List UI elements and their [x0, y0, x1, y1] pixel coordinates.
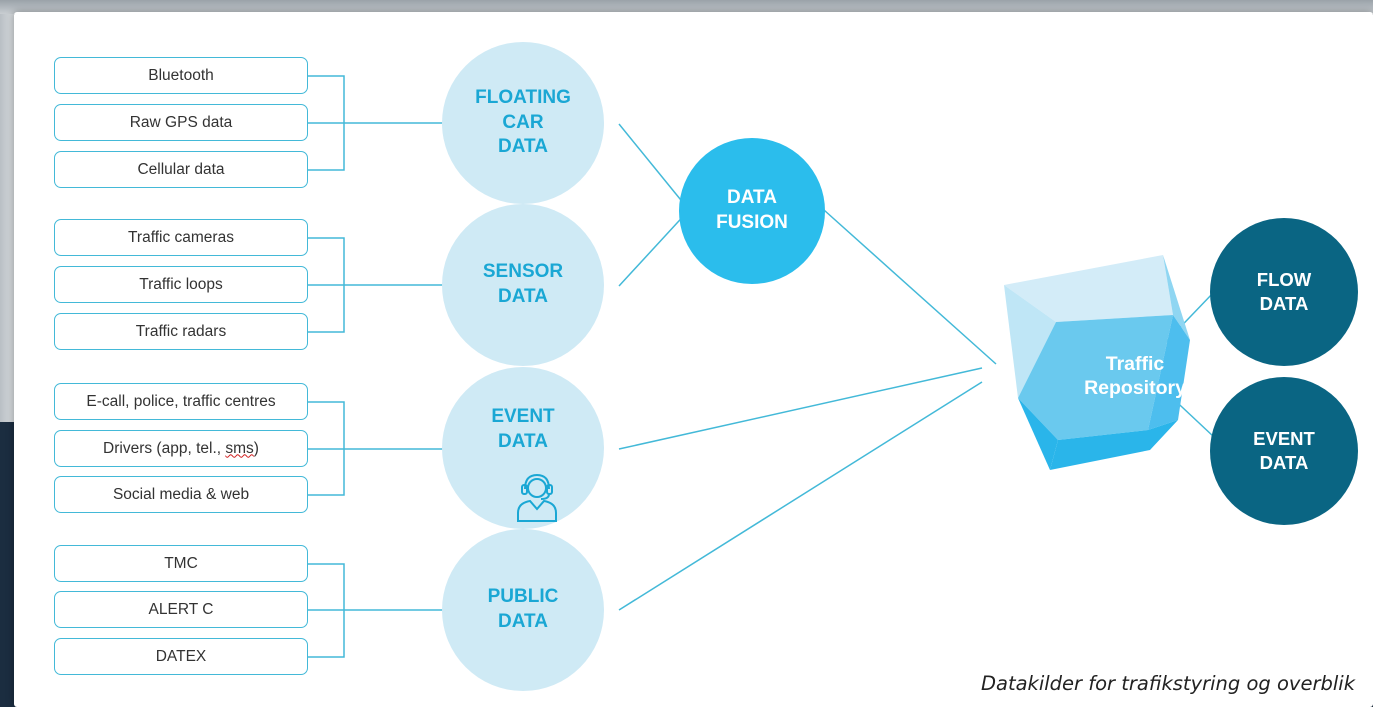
- spellcheck-word: sms: [225, 439, 254, 457]
- circle-label: FLOATING: [475, 86, 571, 108]
- headset-agent-icon: [517, 473, 557, 522]
- circle-label: DATA: [727, 187, 777, 209]
- source-box-ecall: E-call, police, traffic centres: [54, 383, 308, 420]
- traffic-repository-crystal: [1004, 255, 1190, 470]
- circle-label: EVENT: [1253, 427, 1315, 449]
- repository-label-line: Repository: [1084, 377, 1186, 400]
- event-data-output-circle: EVENT DATA: [1210, 377, 1358, 525]
- sensor-data-circle: SENSOR DATA: [442, 204, 604, 366]
- circle-label: DATA: [498, 611, 548, 632]
- diagram-connectors: [306, 75, 1215, 658]
- source-box-cellular: Cellular data: [54, 151, 308, 188]
- source-box-traffic-loops: Traffic loops: [54, 266, 308, 303]
- connector-public-to-repository: [618, 381, 983, 611]
- floating-car-data-circle: FLOATING CAR DATA: [442, 42, 604, 204]
- source-box-alert-c: ALERT C: [54, 591, 308, 628]
- source-box-drivers: Drivers (app, tel., sms): [54, 430, 308, 467]
- window-frame-left: [0, 14, 14, 422]
- connector-event-to-repository: [618, 367, 983, 450]
- connector-sensor-to-fusion: [618, 209, 690, 287]
- source-box-datex: DATEX: [54, 638, 308, 675]
- figure-caption: Datakilder for trafikstyring og overblik: [980, 672, 1355, 695]
- event-data-circle: EVENT DATA: [442, 367, 604, 529]
- data-fusion-circle: DATA FUSION: [679, 138, 825, 284]
- traffic-repository-label: Traffic Repository: [1060, 352, 1210, 401]
- circle-label: DATA: [498, 136, 548, 158]
- circle-label: SENSOR: [482, 261, 564, 283]
- circle-label: DATA: [498, 286, 548, 307]
- flow-data-circle: FLOW DATA: [1210, 218, 1358, 366]
- circle-label: PUBLIC: [487, 586, 559, 608]
- circle-label: FLOW: [1256, 268, 1312, 290]
- source-label-drivers: Drivers (app, tel., sms): [103, 439, 259, 457]
- circle-label: FUSION: [716, 212, 788, 233]
- source-box-raw-gps: Raw GPS data: [54, 104, 308, 141]
- repository-label-line: Traffic: [1105, 353, 1165, 375]
- diagram-slide: Bluetooth Raw GPS data Cellular data Tra…: [14, 12, 1373, 707]
- source-box-tmc: TMC: [54, 545, 308, 582]
- circle-label: DATA: [498, 430, 548, 452]
- source-box-social-media: Social media & web: [54, 476, 308, 513]
- public-data-circle: PUBLIC DATA: [442, 529, 604, 691]
- circle-label: DATA: [1259, 293, 1309, 314]
- source-box-traffic-cameras: Traffic cameras: [54, 219, 308, 256]
- connector-floating-to-fusion: [618, 123, 690, 211]
- circle-label: EVENT: [491, 406, 555, 427]
- source-box-bluetooth: Bluetooth: [54, 57, 308, 94]
- circle-label: DATA: [1259, 452, 1309, 473]
- circle-label: CAR: [502, 111, 544, 133]
- window-frame-top: [0, 0, 1373, 14]
- source-box-traffic-radars: Traffic radars: [54, 313, 308, 350]
- connector-fusion-to-repository: [823, 209, 997, 365]
